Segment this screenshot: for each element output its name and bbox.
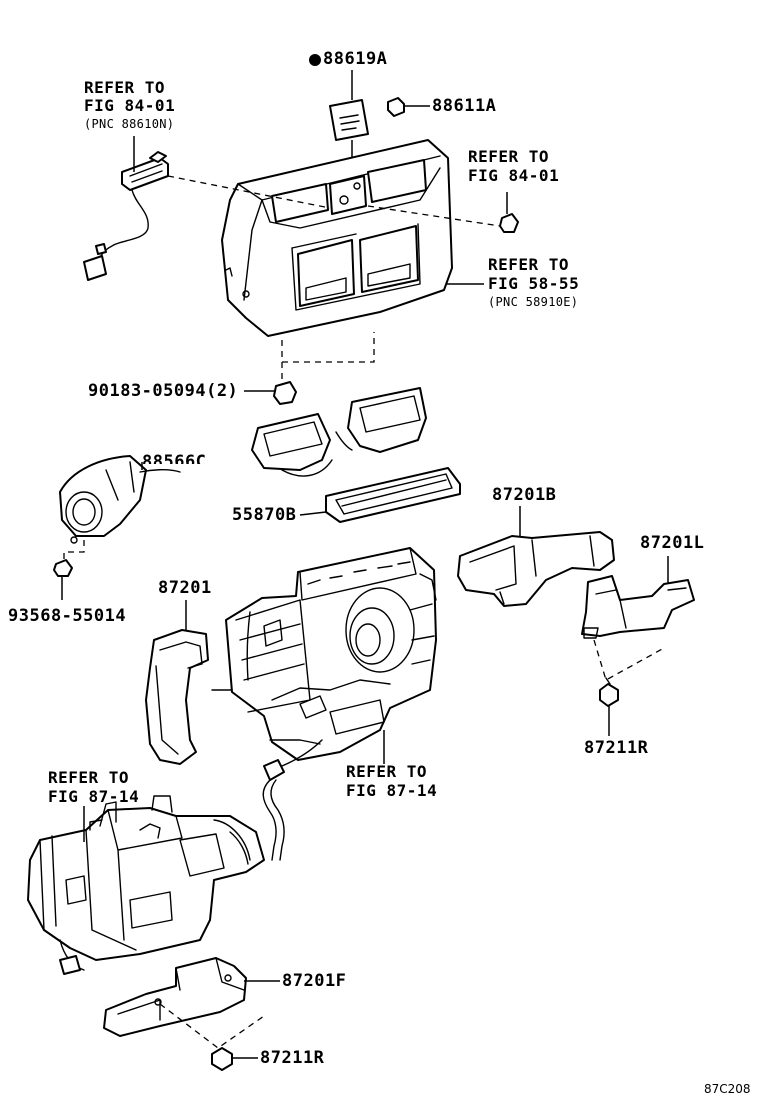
clip-90183-part — [244, 381, 297, 405]
refer-87-left-line1: REFER TO — [48, 768, 130, 787]
refer-84-left-line1: REFER TO — [84, 78, 166, 97]
duct-87201l-part — [581, 556, 695, 639]
refer-84-left-pnc: (PNC 88610N) — [84, 117, 175, 131]
refer-87-mid-line1: REFER TO — [346, 762, 428, 781]
refer-84-right-line2: FIG 84-01 — [468, 166, 560, 185]
hose-part — [262, 739, 323, 861]
label-87201f: 87201F — [282, 971, 347, 991]
label-87201b: 87201B — [492, 485, 557, 505]
side-duct-88566c-part — [59, 455, 181, 544]
duct-55870b-part — [299, 467, 461, 523]
label-88619a: 88619A — [323, 49, 388, 69]
register-duct-part — [251, 387, 427, 477]
clip-88611a-part — [387, 97, 430, 117]
heater-unit-part — [211, 547, 437, 761]
label-93568: 93568-55014 — [8, 606, 127, 626]
label-55870b: 55870B — [232, 505, 297, 525]
refer-87-mid-line2: FIG 87-14 — [346, 781, 438, 800]
refer-58-pnc: (PNC 58910E) — [488, 295, 579, 309]
dashed-guide — [63, 540, 85, 562]
duct-87201b-part — [457, 506, 615, 607]
filled-circle-icon — [309, 54, 321, 66]
refer-84-right-line1: REFER TO — [468, 147, 550, 166]
harness-connector-part — [83, 151, 169, 281]
center-panel-part — [221, 139, 453, 337]
label-87211r-bottom: 87211R — [260, 1048, 325, 1068]
label-88566c: 88566C — [142, 454, 207, 464]
clip-87211r-bottom-part — [211, 1047, 258, 1071]
label-87201l: 87201L — [640, 533, 705, 553]
clip-87211r-part — [599, 677, 619, 736]
screw-93568-part — [53, 559, 73, 600]
label-87201: 87201 — [158, 578, 212, 598]
refer-58-line1: REFER TO — [488, 255, 570, 274]
refer-58-line2: FIG 58-55 — [488, 274, 580, 293]
refer-84-left-line2: FIG 84-01 — [84, 96, 176, 115]
dashed-guide — [367, 205, 501, 227]
screw-part — [499, 192, 519, 233]
dashed-guide — [167, 175, 331, 209]
duct-87201f-part — [103, 957, 280, 1037]
label-88611a: 88611A — [432, 96, 497, 116]
label-87211r-right: 87211R — [584, 738, 649, 758]
blower-unit-part — [27, 795, 265, 975]
dashed-guide — [593, 639, 665, 681]
figure-code: 87C208 — [704, 1082, 751, 1096]
label-90183: 90183-05094(2) — [88, 381, 239, 401]
dashed-guide — [159, 1003, 265, 1049]
duct-87201-part — [145, 600, 209, 765]
refer-87-left-line2: FIG 87-14 — [48, 787, 140, 806]
dashed-guide — [281, 332, 375, 363]
